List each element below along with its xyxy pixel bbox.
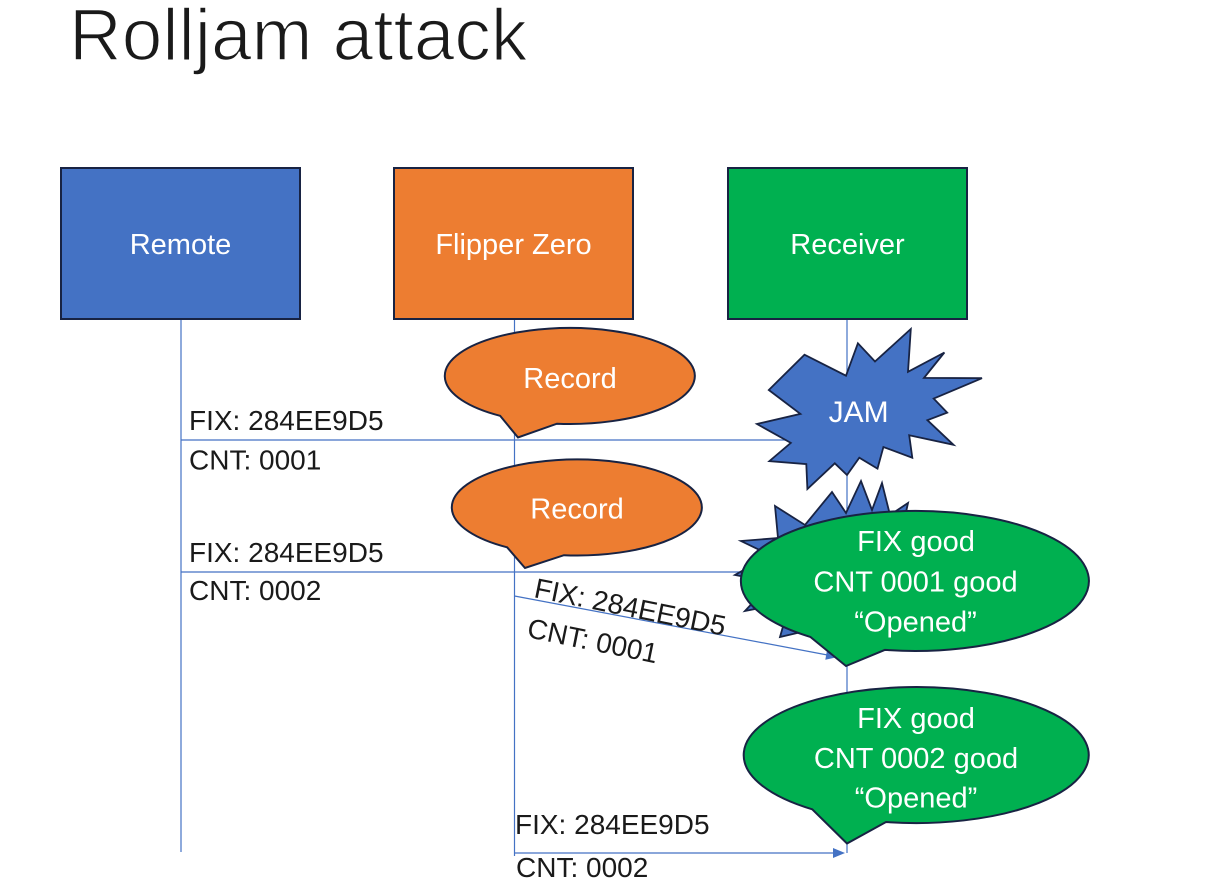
svg-text:FIX good: FIX good bbox=[857, 526, 975, 558]
svg-text:“Opened”: “Opened” bbox=[854, 607, 977, 639]
svg-text:Record: Record bbox=[530, 494, 624, 526]
svg-text:FIX good: FIX good bbox=[857, 703, 975, 735]
svg-text:CNT: 0002: CNT: 0002 bbox=[516, 852, 648, 883]
svg-text:FIX: 284EE9D5: FIX: 284EE9D5 bbox=[189, 537, 384, 568]
svg-text:CNT: 0001: CNT: 0001 bbox=[189, 445, 321, 476]
svg-text:Record: Record bbox=[523, 363, 617, 395]
svg-text:Rolljam attack: Rolljam attack bbox=[69, 0, 528, 76]
svg-text:JAM: JAM bbox=[829, 396, 889, 429]
svg-text:FIX: 284EE9D5: FIX: 284EE9D5 bbox=[515, 809, 710, 840]
svg-text:“Opened”: “Opened” bbox=[855, 783, 978, 815]
svg-text:CNT 0002 good: CNT 0002 good bbox=[814, 743, 1018, 775]
svg-text:FIX: 284EE9D5: FIX: 284EE9D5 bbox=[189, 405, 384, 436]
svg-text:Remote: Remote bbox=[130, 229, 232, 261]
svg-text:Receiver: Receiver bbox=[790, 229, 905, 261]
svg-text:CNT: 0002: CNT: 0002 bbox=[189, 575, 321, 606]
svg-text:Flipper Zero: Flipper Zero bbox=[435, 229, 591, 261]
svg-text:CNT 0001 good: CNT 0001 good bbox=[813, 567, 1017, 599]
